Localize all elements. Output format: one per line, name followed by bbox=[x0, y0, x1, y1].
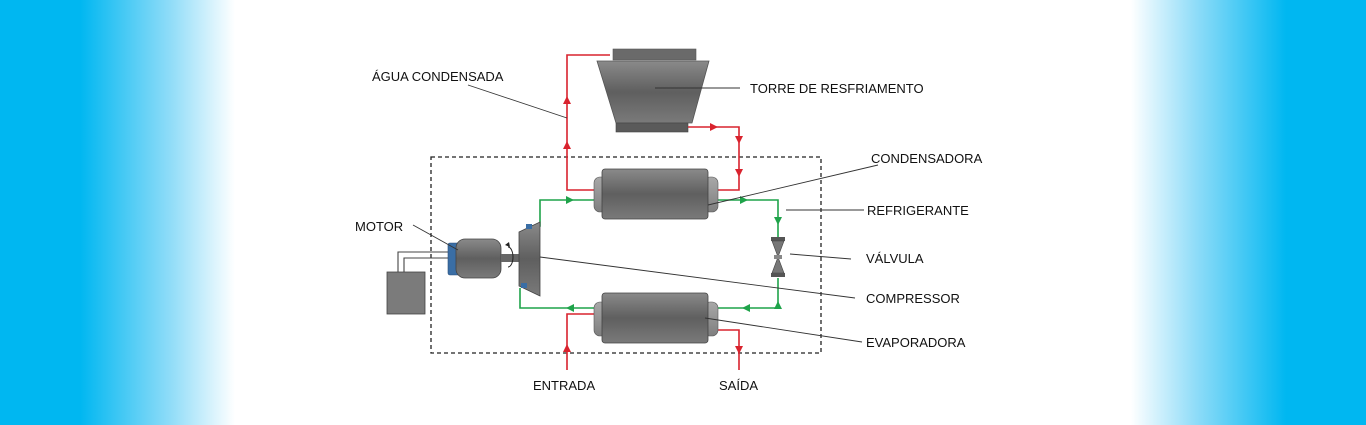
arrow-down-icon bbox=[774, 217, 782, 225]
chiller-boundary bbox=[430, 156, 822, 354]
condenser-water-lines bbox=[563, 54, 743, 191]
arrow-left-icon bbox=[742, 304, 750, 312]
control-box bbox=[386, 251, 455, 315]
expansion-valve bbox=[771, 237, 785, 277]
arrow-right-icon bbox=[740, 196, 748, 204]
label-refrigerante: REFRIGERANTE bbox=[867, 203, 969, 218]
arrow-up-icon bbox=[563, 141, 571, 149]
arrow-down-icon bbox=[735, 346, 743, 354]
arrow-right-icon bbox=[566, 196, 574, 204]
arrow-up-icon bbox=[774, 301, 782, 309]
label-entrada: ENTRADA bbox=[533, 378, 595, 393]
chilled-water-lines bbox=[563, 313, 743, 370]
label-condensadora: CONDENSADORA bbox=[871, 151, 983, 166]
label-torre-de-resfriamento: TORRE DE RESFRIAMENTO bbox=[750, 81, 924, 96]
arrow-down-icon bbox=[735, 169, 743, 177]
label-motor: MOTOR bbox=[355, 219, 403, 234]
condenser-vessel bbox=[593, 168, 719, 220]
label-valvula: VÁLVULA bbox=[866, 251, 924, 266]
cooling-tower bbox=[596, 48, 710, 133]
arrow-down-icon bbox=[735, 136, 743, 144]
motor bbox=[447, 238, 519, 279]
arrow-right-icon bbox=[710, 123, 718, 131]
arrow-up-icon bbox=[563, 96, 571, 104]
leader-lines bbox=[412, 84, 879, 343]
arrow-up-icon bbox=[563, 344, 571, 352]
label-agua-condensada: ÁGUA CONDENSADA bbox=[372, 69, 504, 84]
label-saida: SAÍDA bbox=[719, 378, 758, 393]
evaporator-vessel bbox=[593, 292, 719, 344]
rotation-arrow-icon bbox=[507, 246, 514, 268]
label-compressor: COMPRESSOR bbox=[866, 291, 960, 306]
compressor bbox=[518, 221, 541, 297]
arrow-left-icon bbox=[566, 304, 574, 312]
label-evaporadora: EVAPORADORA bbox=[866, 335, 966, 350]
